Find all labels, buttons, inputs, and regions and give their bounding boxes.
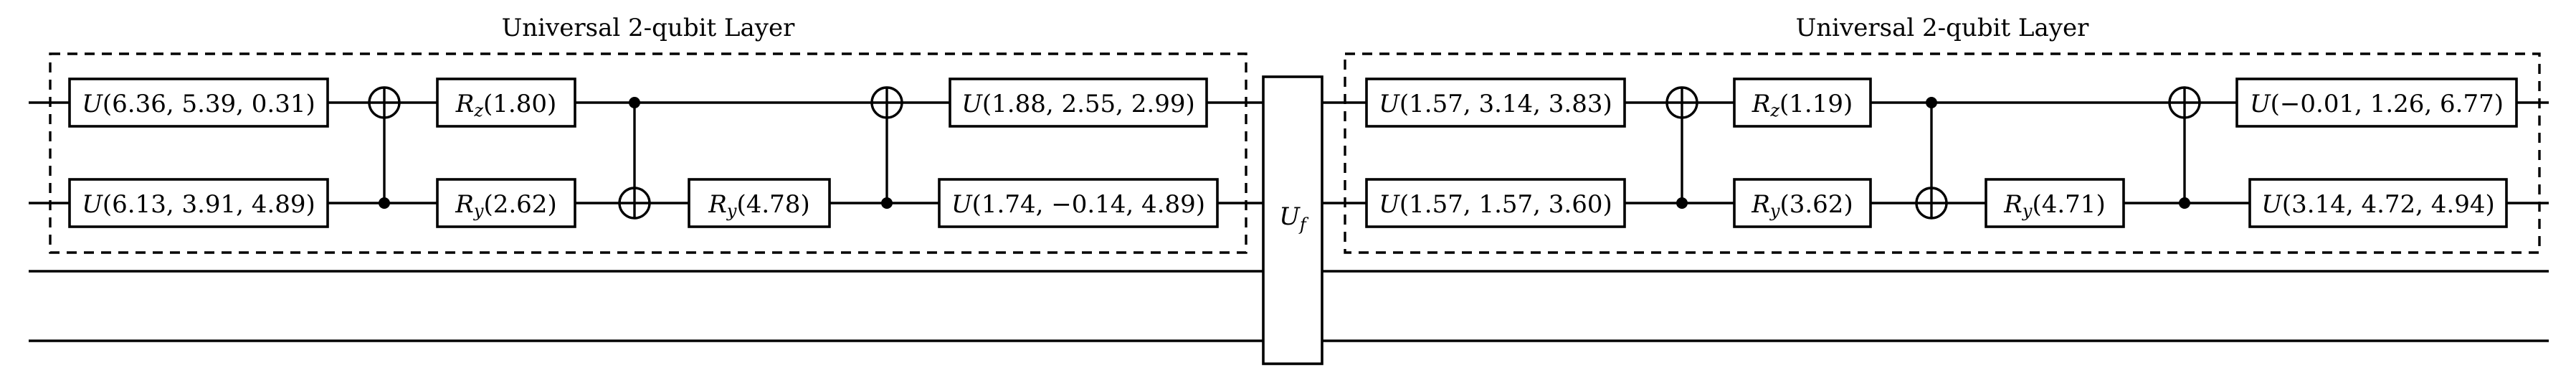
u-gate: U(6.36, 5.39, 0.31)	[68, 77, 329, 128]
svg-text:Ry(4.71): Ry(4.71)	[2003, 190, 2105, 221]
svg-text:U(3.14, 4.72, 4.94): U(3.14, 4.72, 4.94)	[2261, 190, 2495, 219]
ry-gate: Ry(4.71)	[1985, 178, 2125, 228]
ry-gate: Ry(4.78)	[688, 178, 831, 228]
u-gate: U(1.74, −0.14, 4.89)	[938, 178, 1219, 228]
u-gate: U(6.13, 3.91, 4.89)	[68, 178, 329, 228]
cnot-gate	[2168, 86, 2201, 209]
svg-text:U(−0.01, 1.26, 6.77): U(−0.01, 1.26, 6.77)	[2250, 90, 2504, 118]
cnot-gate	[618, 97, 651, 220]
u-gate: U(1.57, 1.57, 3.60)	[1365, 178, 1626, 228]
svg-text:Ry(4.78): Ry(4.78)	[708, 190, 809, 221]
ry-gate: Ry(3.62)	[1733, 178, 1872, 228]
ry-gate: Ry(2.62)	[436, 178, 576, 228]
svg-text:U(1.57, 3.14, 3.83): U(1.57, 3.14, 3.83)	[1379, 90, 1612, 118]
u-gate: U(1.57, 3.14, 3.83)	[1365, 77, 1626, 128]
u-gate: U(1.88, 2.55, 2.99)	[949, 77, 1208, 128]
control-dot	[2179, 197, 2190, 209]
u-gate: U(−0.01, 1.26, 6.77)	[2235, 77, 2518, 128]
layer-2-boundary	[1344, 52, 2541, 254]
cnot-gate	[1915, 97, 1948, 220]
svg-text:Rz(1.19): Rz(1.19)	[1752, 90, 1853, 121]
cnot-gate	[1665, 86, 1698, 209]
control-dot	[629, 97, 640, 108]
svg-text:Rz(1.80): Rz(1.80)	[455, 90, 557, 121]
layer-2-title: Universal 2-qubit Layer	[1796, 14, 2089, 42]
svg-text:U(1.57, 1.57, 3.60): U(1.57, 1.57, 3.60)	[1379, 190, 1612, 219]
svg-text:Ry(3.62): Ry(3.62)	[1751, 190, 1853, 221]
svg-text:U(6.13, 3.91, 4.89): U(6.13, 3.91, 4.89)	[82, 190, 315, 219]
layer-1-title: Universal 2-qubit Layer	[502, 14, 795, 42]
cnot-gate	[368, 86, 401, 209]
svg-text:U(1.74, −0.14, 4.89): U(1.74, −0.14, 4.89)	[951, 190, 1205, 219]
universal-layer-1: Universal 2-qubit Layer U(6.36, 5.3	[49, 14, 1247, 254]
layer-1-boundary	[49, 52, 1247, 254]
svg-text:Ry(2.62): Ry(2.62)	[455, 190, 556, 221]
u-gate: U(3.14, 4.72, 4.94)	[2248, 178, 2508, 228]
universal-layer-2: Universal 2-qubit Layer U(1.57, 3.1	[1344, 14, 2541, 254]
svg-text:U(1.88, 2.55, 2.99): U(1.88, 2.55, 2.99)	[961, 90, 1195, 118]
rz-gate: Rz(1.19)	[1733, 77, 1872, 128]
oracle-gate: Uf	[1262, 75, 1323, 365]
control-dot	[1676, 197, 1688, 209]
control-dot	[881, 197, 893, 209]
control-dot	[1926, 97, 1937, 108]
svg-text:U(6.36, 5.39, 0.31): U(6.36, 5.39, 0.31)	[82, 90, 315, 118]
rz-gate: Rz(1.80)	[436, 77, 576, 128]
control-dot	[379, 197, 390, 209]
cnot-gate	[870, 86, 903, 209]
oracle-box	[1262, 75, 1323, 365]
